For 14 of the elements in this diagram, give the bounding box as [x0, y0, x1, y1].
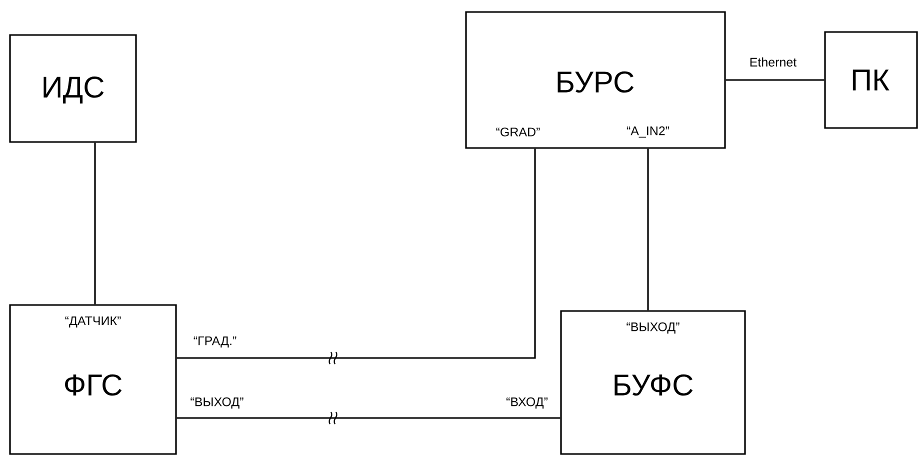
connector-line: [726, 79, 824, 81]
block-box: БУРС “GRAD” “A_IN2”: [465, 11, 726, 149]
connector-line: [647, 148, 649, 310]
connector-line: [176, 148, 536, 359]
port-label: “ВХОД”: [506, 397, 548, 409]
block-box: ИДС: [9, 34, 137, 143]
connector-line: [94, 142, 96, 304]
block-box: “ВЫХОД” БУФС: [560, 310, 746, 455]
connector-line: [176, 417, 560, 419]
block-box: “ДАТЧИК” ФГС: [9, 304, 177, 455]
edge-label: “ВЫХОД”: [190, 397, 244, 409]
block-box: ПК: [824, 31, 918, 129]
edge-label: “ГРАД.”: [194, 336, 236, 348]
edge-label: Ethernet: [750, 57, 797, 67]
